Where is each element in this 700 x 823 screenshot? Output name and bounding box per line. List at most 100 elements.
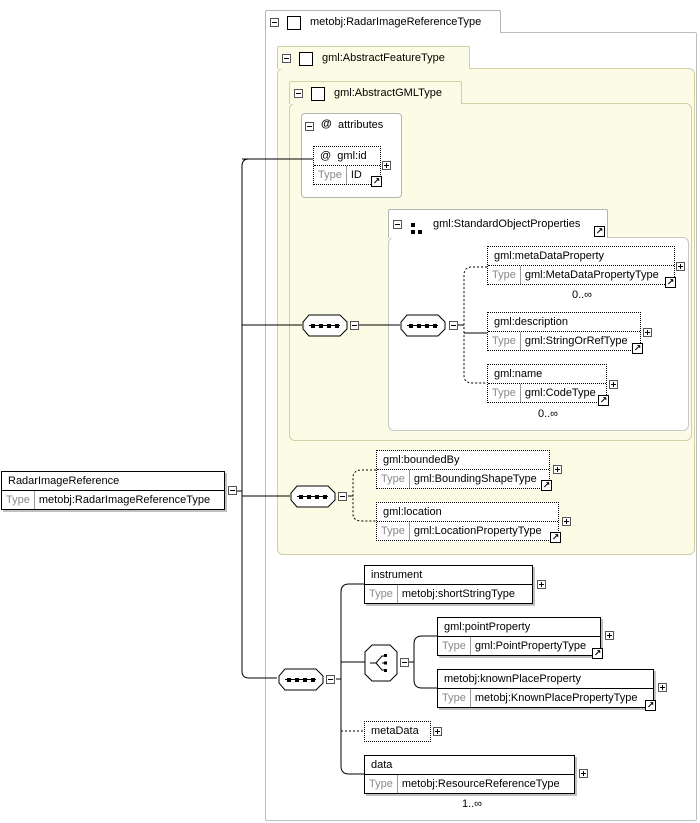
link-arrow-icon[interactable]: ↗ [371, 176, 382, 187]
collapse-icon[interactable] [305, 122, 314, 131]
element-name: gml:boundedBy [377, 451, 549, 470]
type-label: Type [314, 166, 347, 184]
element-name: metaData [371, 725, 419, 737]
collapse-icon[interactable] [270, 18, 279, 27]
sequence-compositor[interactable] [290, 485, 336, 508]
standard-props-title: gml:StandardObjectProperties [433, 218, 581, 230]
type-value: ID [350, 169, 362, 181]
occurs-label: 1..∞ [461, 798, 483, 810]
collapse-icon[interactable] [449, 321, 458, 330]
group-icon [411, 218, 423, 234]
element-name: gml:name [488, 365, 606, 384]
expand-icon[interactable] [676, 262, 685, 271]
element-name: RadarImageReference [2, 472, 224, 491]
type-label: Type [365, 775, 398, 793]
link-arrow-icon[interactable]: ↗ [550, 532, 561, 543]
attribute-name-row: @ gml:id [314, 147, 380, 166]
expand-icon[interactable] [553, 465, 562, 474]
type-checkbox-icon [287, 16, 301, 30]
attributes-label: attributes [338, 119, 384, 131]
element-meta-data[interactable]: metaData [364, 721, 431, 742]
type-label: Type [377, 522, 410, 540]
radar-type-tab[interactable]: metobj:RadarImageReferenceType [265, 10, 501, 33]
expand-icon[interactable] [537, 580, 546, 589]
link-arrow-icon[interactable]: ↗ [665, 277, 676, 288]
link-arrow-icon[interactable]: ↗ [594, 226, 605, 237]
element-name: metobj:knownPlaceProperty [438, 670, 653, 689]
element-name: gml:pointProperty [438, 618, 600, 637]
attribute-name: gml:id [337, 150, 367, 162]
type-checkbox-icon [299, 52, 313, 66]
element-name: gml:location [377, 503, 558, 522]
standard-props-tab[interactable]: gml:StandardObjectProperties ↗ [388, 209, 608, 238]
abstract-gml-tab[interactable]: gml:AbstractGMLType [289, 81, 462, 104]
at-sign-icon: @ [320, 150, 332, 162]
type-value: gml:MetaDataPropertyType [524, 269, 659, 281]
occurs-label: 0..∞ [537, 408, 559, 420]
collapse-icon[interactable] [228, 486, 237, 495]
collapse-icon[interactable] [393, 220, 402, 229]
collapse-icon[interactable] [350, 321, 359, 330]
element-name: data [365, 756, 574, 775]
at-sign-icon: @ [321, 118, 332, 130]
type-checkbox-icon [311, 87, 325, 101]
type-label: Type [488, 384, 521, 402]
expand-icon[interactable] [562, 517, 571, 526]
link-arrow-icon[interactable]: ↗ [598, 395, 609, 406]
type-value: metobj:RadarImageReferenceType [38, 494, 211, 506]
element-name: gml:metaDataProperty [488, 247, 674, 266]
type-value: gml:BoundingShapeType [413, 473, 537, 485]
type-value: gml:CodeType [524, 387, 596, 399]
expand-icon[interactable] [382, 161, 391, 170]
expand-icon[interactable] [433, 727, 442, 736]
abstract-gml-title: gml:AbstractGMLType [334, 87, 442, 99]
sequence-compositor[interactable] [400, 314, 446, 337]
type-label: Type [488, 266, 521, 284]
radar-type-title: metobj:RadarImageReferenceType [310, 16, 482, 28]
type-label: Type [377, 470, 410, 488]
type-value: metobj:ResourceReferenceType [401, 778, 560, 790]
expand-icon[interactable] [643, 328, 652, 337]
type-value: metobj:shortStringType [401, 588, 515, 600]
link-arrow-icon[interactable]: ↗ [645, 700, 656, 711]
abstract-feature-tab[interactable]: gml:AbstractFeatureType [277, 46, 470, 69]
type-value: gml:StringOrRefType [524, 335, 628, 347]
collapse-icon[interactable] [400, 658, 409, 667]
expand-icon[interactable] [658, 683, 667, 692]
collapse-icon[interactable] [326, 675, 335, 684]
link-arrow-icon[interactable]: ↗ [592, 648, 603, 659]
collapse-icon[interactable] [282, 54, 291, 63]
type-value: metobj:KnownPlacePropertyType [474, 692, 638, 704]
collapse-icon[interactable] [338, 492, 347, 501]
expand-icon[interactable] [609, 380, 618, 389]
type-value: gml:LocationPropertyType [413, 525, 542, 537]
sequence-compositor[interactable] [278, 668, 324, 691]
type-label: Type [365, 585, 398, 603]
link-arrow-icon[interactable]: ↗ [632, 343, 643, 354]
choice-compositor[interactable] [364, 644, 398, 682]
type-label: Type [438, 637, 471, 655]
expand-icon[interactable] [579, 769, 588, 778]
type-label: Type [438, 689, 471, 707]
link-arrow-icon[interactable]: ↗ [541, 480, 552, 491]
collapse-icon[interactable] [294, 89, 303, 98]
expand-icon[interactable] [605, 631, 614, 640]
occurs-label: 0..∞ [571, 289, 593, 301]
element-name: gml:description [488, 313, 640, 332]
sequence-compositor[interactable] [302, 314, 348, 337]
element-name: instrument [365, 566, 532, 585]
type-value: gml:PointPropertyType [474, 640, 587, 652]
type-label: Type [2, 491, 35, 509]
